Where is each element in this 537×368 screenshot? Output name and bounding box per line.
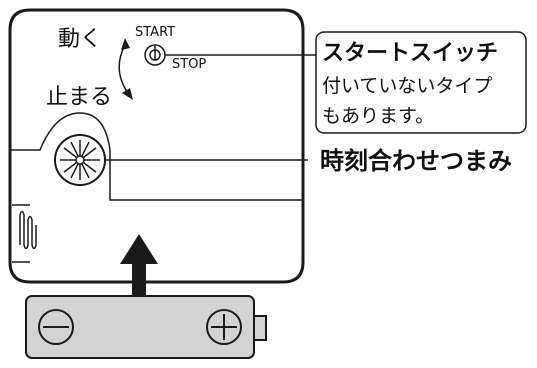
stops-label: 止まる bbox=[46, 85, 112, 110]
switch-callout-note-line2: もあります。 bbox=[322, 105, 434, 127]
switch-direction-arrow bbox=[118, 38, 133, 100]
switch-callout-note-line1: 付いていないタイプ bbox=[322, 75, 492, 97]
start-stop-switch[interactable] bbox=[144, 44, 166, 66]
movement-housing bbox=[8, 8, 305, 284]
time-set-knob[interactable] bbox=[54, 134, 106, 186]
battery-compartment-outline bbox=[10, 112, 303, 201]
start-label: START bbox=[135, 25, 175, 40]
stop-label: STOP bbox=[172, 57, 206, 72]
switch-callout-title: スタートスイッチ bbox=[322, 41, 498, 66]
insert-direction-arrow bbox=[120, 234, 158, 298]
battery-minus-terminal bbox=[38, 309, 74, 345]
time-knob-callout: 時刻合わせつまみ bbox=[320, 147, 512, 175]
battery-plus-terminal bbox=[206, 309, 242, 345]
battery-spring-contact bbox=[12, 204, 37, 263]
switch-callout-box bbox=[315, 31, 527, 134]
battery bbox=[25, 295, 267, 359]
moves-label: 動く bbox=[58, 27, 102, 52]
